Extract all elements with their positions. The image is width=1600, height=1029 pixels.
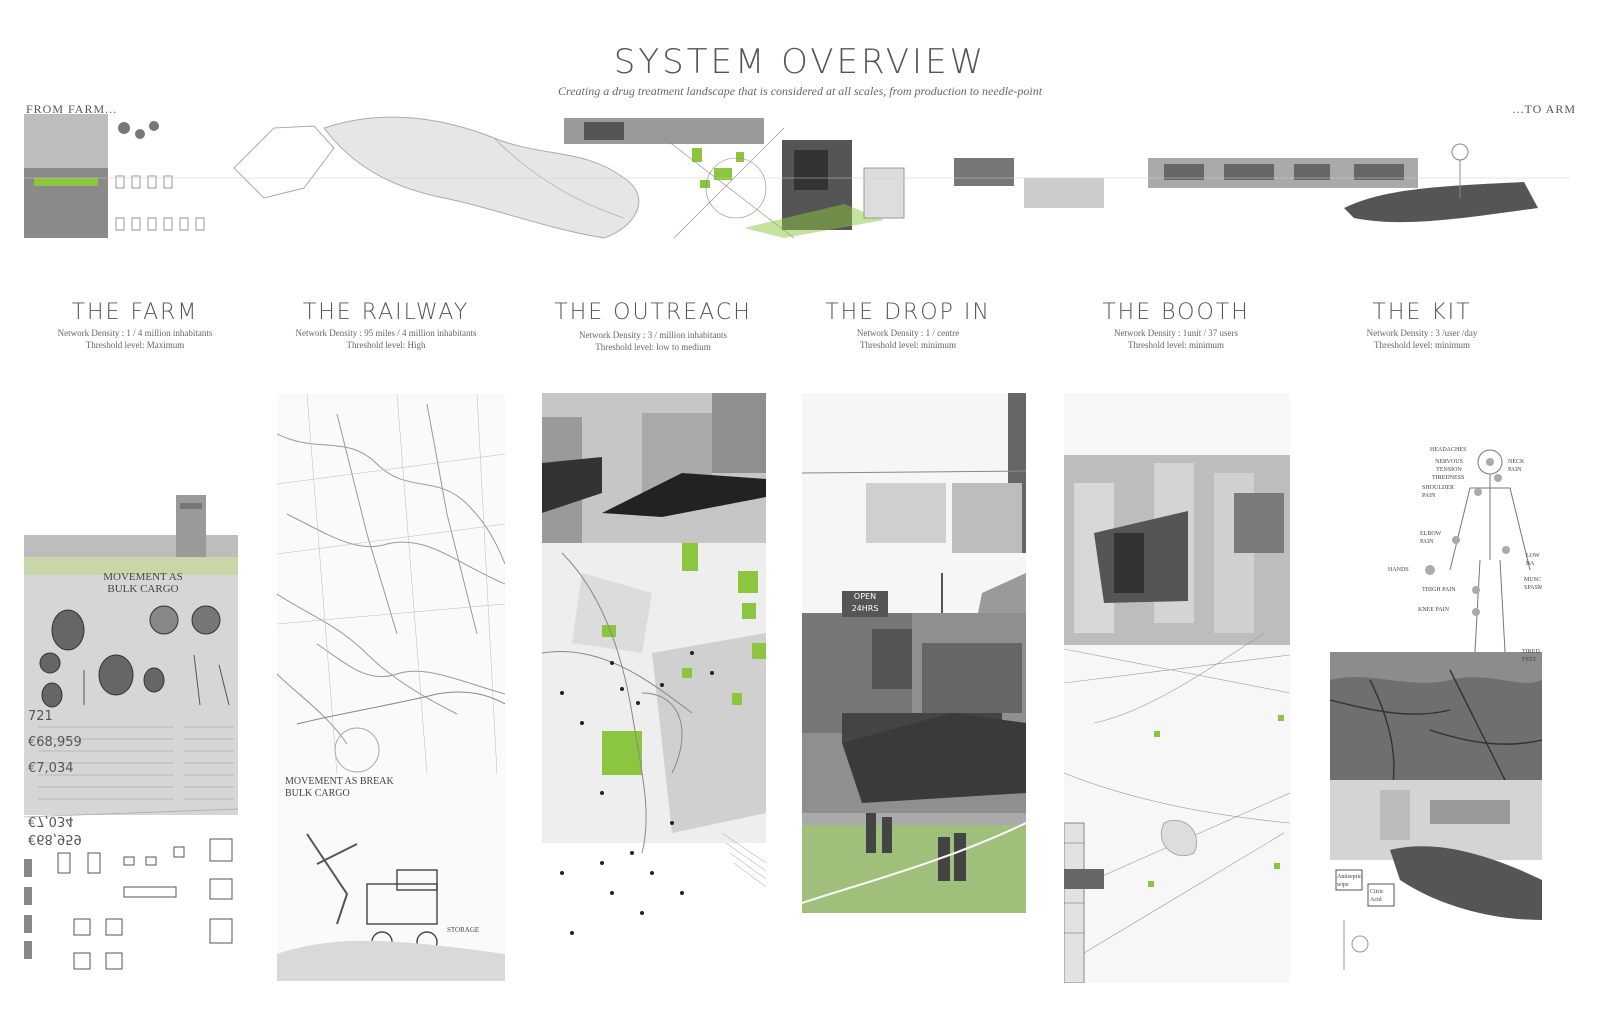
from-farm-label: FROM FARM... — [26, 102, 118, 116]
kit-label-shoulder: SHOULDER PAIN — [1422, 485, 1455, 499]
farm-number-5: €68,959 — [28, 831, 82, 846]
kit-panel: HEADACHES NERVOUS TENSION TIREDNESS SHOU… — [1330, 380, 1542, 970]
farm-panel: MOVEMENT AS BULK CARGO 721 €68,959 €7,03… — [24, 495, 238, 980]
outreach-density: Network Density : 3 / million inhabitant… — [579, 330, 727, 340]
kit-label-hands: HANDS — [1388, 567, 1409, 573]
railway-movement-label: MOVEMENT AS BREAK BULK CARGO — [285, 776, 394, 799]
kit-label-tiredness: TIREDNESS — [1432, 475, 1465, 481]
sign-line-open: OPEN — [853, 592, 877, 601]
dropin-density: Network Density : 1 / centre — [856, 328, 960, 338]
kit-label-nervous: NERVOUS TENSION — [1435, 459, 1463, 473]
farm-title: THE FARM — [71, 300, 199, 325]
farm-number-1: 721 — [28, 709, 53, 724]
kit-density: Network Density : 3 /user /day — [1366, 328, 1478, 338]
kit-title: THE KIT — [1372, 300, 1472, 325]
farm-number-3: €7,034 — [28, 761, 74, 776]
kit-label-knee: KNEE PAIN — [1418, 607, 1449, 613]
booth-panel — [1064, 393, 1290, 983]
kit-label-elbow: ELBOW PAIN — [1420, 531, 1442, 545]
to-arm-label: ...TO ARM — [1512, 102, 1576, 116]
sign-line-24hrs: 24HRS — [851, 604, 879, 613]
farm-number-4: €7,034 — [28, 813, 74, 828]
page-title: SYSTEM OVERVIEW — [613, 42, 987, 82]
outreach-title: THE OUTREACH — [554, 300, 752, 325]
kit-label-thigh: THIGH PAIN — [1422, 587, 1456, 593]
overview-strip — [24, 108, 1570, 248]
kit-label-spasm: MUSC SPASM — [1524, 577, 1542, 591]
kit-label-low-back: LOW BA — [1526, 553, 1540, 567]
farm-number-2: €68,959 — [28, 735, 82, 750]
kit-label-tired-feet: TIRED FEET — [1522, 649, 1540, 663]
outreach-panel — [542, 393, 766, 981]
booth-threshold: Threshold level: minimum — [1128, 340, 1224, 350]
kit-threshold: Threshold level: minimum — [1374, 340, 1470, 350]
outreach-threshold: Threshold level: low to medium — [595, 342, 711, 352]
farm-threshold: Threshold level: Maximum — [85, 340, 185, 350]
railway-storage-label: STORAGE — [447, 926, 480, 934]
dropin-panel: OPEN 24HRS — [802, 393, 1026, 913]
booth-density: Network Density : 1unit / 37 users — [1114, 328, 1238, 338]
kit-label-neck: NECK PAIN — [1508, 459, 1525, 473]
dropin-title: THE DROP IN — [825, 300, 991, 325]
kit-box-citric: Citric Acid — [1370, 889, 1384, 903]
kit-box-antiseptic: Antiseptic wipe — [1337, 874, 1362, 888]
railway-threshold: Threshold level: High — [346, 340, 426, 350]
page-subtitle: Creating a drug treatment landscape that… — [557, 84, 1043, 98]
booth-title: THE BOOTH — [1102, 300, 1250, 325]
dropin-threshold: Threshold level: minimum — [860, 340, 956, 350]
railway-title: THE RAILWAY — [302, 300, 470, 325]
railway-density: Network Density : 95 miles / 4 million i… — [295, 328, 477, 338]
farm-movement-label: MOVEMENT AS BULK CARGO — [103, 571, 183, 595]
railway-panel: MOVEMENT AS BREAK BULK CARGO STORAGE — [277, 394, 505, 981]
kit-label-headaches: HEADACHES — [1430, 447, 1467, 453]
farm-density: Network Density : 1 / 4 million inhabita… — [57, 328, 213, 338]
open-24hrs-sign: OPEN 24HRS — [842, 591, 888, 617]
